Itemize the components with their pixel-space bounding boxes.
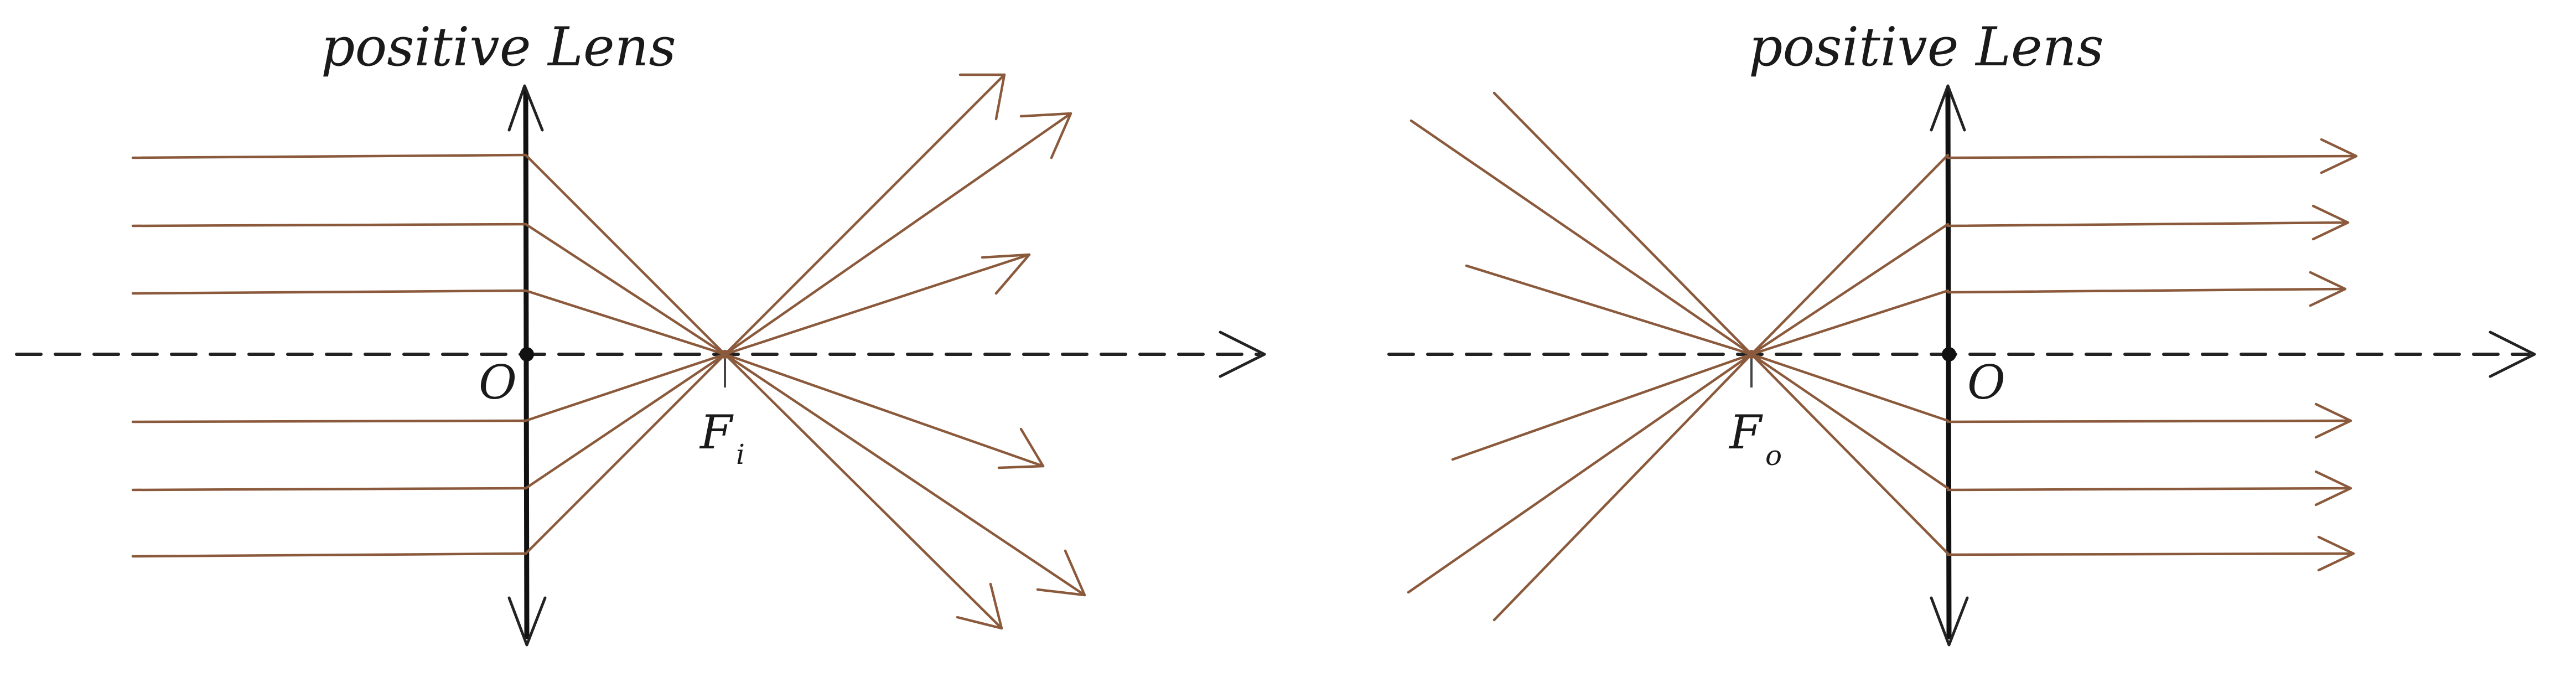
left-refracted-ray	[524, 289, 1045, 468]
right-axis-arrowhead	[2489, 330, 2536, 378]
left-ray-arrowhead	[958, 73, 1006, 121]
right-refracted-ray	[1946, 419, 2351, 423]
left-refracted-ray	[524, 112, 1072, 490]
left-ray-arrowhead	[997, 427, 1045, 469]
right-incoming-ray	[1492, 352, 1950, 622]
left-refracted-ray	[524, 253, 1031, 422]
left-panel-title: positive Lens	[321, 16, 676, 78]
right-refracted-ray	[1946, 154, 2356, 159]
left-incoming-ray	[131, 552, 527, 558]
left-lens-bottom-arrowhead	[507, 596, 547, 647]
right-ray-arrowhead	[2309, 271, 2347, 307]
left-lens-line	[523, 89, 530, 639]
left-ray-arrowheads	[956, 73, 1086, 630]
left-ray-arrowhead	[981, 253, 1031, 295]
left-refracted-ray	[524, 73, 1006, 555]
right-ray-arrowhead	[2311, 204, 2350, 241]
left-ray-arrowhead	[1036, 549, 1086, 597]
right-lens-top-arrowhead	[1930, 84, 1966, 132]
left-optical-center-label: O	[479, 355, 517, 410]
left-focal-subscript: i	[736, 438, 745, 471]
right-focal-subscript: o	[1765, 440, 1782, 472]
right-ray-arrowhead	[2317, 535, 2355, 572]
right-refracted-ray	[1946, 287, 2345, 294]
right-ray-arrowheads	[2309, 138, 2358, 572]
right-lens-bottom-arrowhead	[1930, 596, 1969, 647]
left-ray-arrowhead	[1019, 112, 1072, 159]
right-ray-arrowhead	[2314, 402, 2352, 439]
right-refracted-ray	[1946, 552, 2354, 556]
left-incoming-ray	[131, 289, 527, 295]
left-incoming-ray	[131, 223, 527, 228]
right-ray-arrowhead	[2314, 470, 2352, 507]
left-refracted-rays	[524, 73, 1086, 630]
right-incoming-rays	[1407, 91, 1950, 622]
right-panel: positive Lens O F o	[1387, 16, 2536, 647]
left-refracted-ray	[524, 223, 1086, 597]
right-refracted-ray	[1946, 221, 2348, 228]
right-ray-arrowhead	[2320, 138, 2358, 174]
left-optical-center-dot	[520, 347, 534, 361]
right-lens-line	[1945, 89, 1952, 639]
right-optical-center-label: O	[1967, 355, 2005, 410]
right-panel-title: positive Lens	[1749, 16, 2104, 78]
left-ray-arrowhead	[956, 582, 1003, 630]
left-focal-label: F	[699, 405, 734, 459]
left-incoming-ray	[131, 419, 527, 423]
right-incoming-ray	[1407, 353, 1950, 594]
left-refracted-ray	[524, 153, 1003, 630]
right-optical-center-dot	[1942, 347, 1956, 361]
right-refracted-ray	[1946, 487, 2351, 492]
left-incoming-ray	[131, 153, 527, 159]
right-focal-label: F	[1728, 405, 1763, 459]
left-incoming-rays	[131, 153, 527, 558]
left-incoming-ray	[131, 487, 527, 492]
left-axis-arrowhead	[1219, 330, 1266, 378]
left-panel: positive Lens O F i	[15, 16, 1266, 647]
left-lens-top-arrowhead	[507, 84, 544, 132]
right-refracted-rays	[1946, 154, 2356, 556]
